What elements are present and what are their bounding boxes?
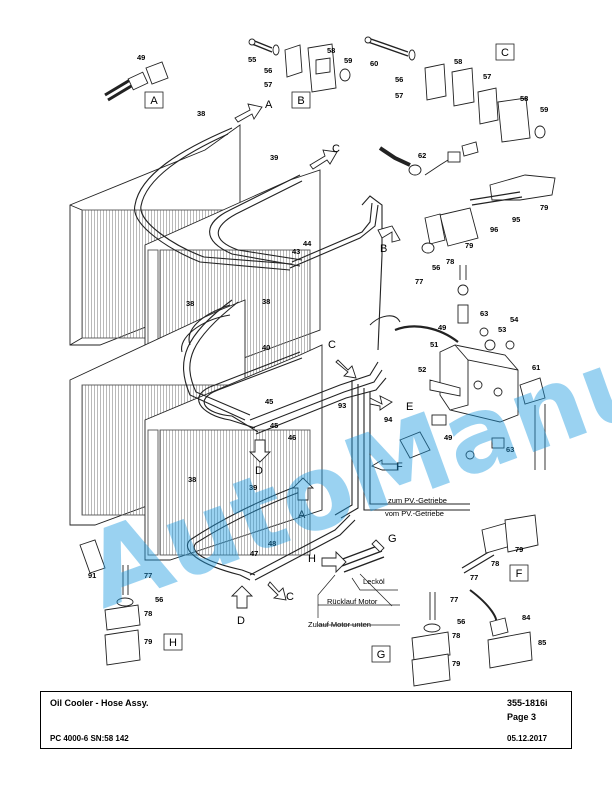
svg-text:Zulauf Motor unten: Zulauf Motor unten [308, 620, 371, 629]
svg-text:Lecköl: Lecköl [363, 577, 385, 586]
svg-text:63: 63 [480, 309, 488, 318]
drawing-title: Oil Cooler - Hose Assy. [50, 698, 149, 708]
svg-text:A: A [150, 95, 158, 107]
svg-text:A: A [298, 509, 306, 521]
svg-text:61: 61 [532, 363, 540, 372]
svg-text:59: 59 [540, 105, 548, 114]
view-arrows [230, 103, 401, 609]
view-letters: A B C F G H A C B C E D F A C D H G [150, 47, 522, 661]
svg-text:C: C [328, 339, 336, 351]
svg-text:39: 39 [270, 153, 278, 162]
svg-text:B: B [380, 243, 387, 255]
svg-text:77: 77 [144, 571, 152, 580]
svg-text:78: 78 [452, 631, 460, 640]
machine-serial: PC 4000-6 SN:58 142 [50, 734, 129, 743]
svg-text:77: 77 [470, 573, 478, 582]
svg-text:58: 58 [454, 57, 462, 66]
svg-text:58: 58 [520, 94, 528, 103]
svg-text:44: 44 [303, 239, 312, 248]
svg-text:79: 79 [540, 203, 548, 212]
svg-text:Rücklauf Motor: Rücklauf Motor [327, 597, 378, 606]
svg-text:60: 60 [370, 59, 378, 68]
svg-text:vom PV.-Getriebe: vom PV.-Getriebe [385, 509, 444, 518]
svg-text:38: 38 [186, 299, 194, 308]
svg-text:38: 38 [188, 475, 196, 484]
svg-text:94: 94 [384, 415, 393, 424]
cooler-lower-front [144, 344, 323, 561]
svg-text:G: G [388, 533, 397, 545]
hose-destination-notes: zum PV.-Getriebe vom PV.-Getriebe Lecköl… [308, 496, 447, 629]
svg-text:56: 56 [395, 75, 403, 84]
svg-text:zum PV.-Getriebe: zum PV.-Getriebe [388, 496, 447, 505]
svg-text:F: F [396, 461, 403, 473]
svg-text:C: C [332, 143, 340, 155]
svg-text:40: 40 [262, 343, 270, 352]
svg-text:77: 77 [450, 595, 458, 604]
svg-text:A: A [265, 99, 273, 111]
hardware-details [79, 36, 556, 687]
svg-text:D: D [255, 465, 263, 477]
svg-text:54: 54 [510, 315, 519, 324]
callout-numbers: 49 55 56 57 58 59 60 56 57 58 57 58 59 3… [88, 46, 548, 668]
svg-text:79: 79 [515, 545, 523, 554]
svg-text:62: 62 [418, 151, 426, 160]
svg-text:57: 57 [483, 72, 491, 81]
svg-text:91: 91 [88, 571, 96, 580]
svg-text:56: 56 [432, 263, 440, 272]
svg-text:56: 56 [155, 595, 163, 604]
svg-text:49: 49 [137, 53, 145, 62]
svg-text:45: 45 [265, 397, 273, 406]
svg-text:38: 38 [197, 109, 205, 118]
svg-text:49: 49 [438, 323, 446, 332]
svg-text:85: 85 [538, 638, 546, 647]
svg-text:C: C [286, 591, 294, 603]
svg-text:G: G [377, 649, 386, 661]
svg-text:57: 57 [395, 91, 403, 100]
svg-text:H: H [169, 637, 177, 649]
svg-text:79: 79 [452, 659, 460, 668]
svg-text:93: 93 [338, 401, 346, 410]
svg-text:77: 77 [415, 277, 423, 286]
svg-text:78: 78 [491, 559, 499, 568]
svg-text:58: 58 [327, 46, 335, 55]
svg-text:95: 95 [512, 215, 520, 224]
svg-text:57: 57 [264, 80, 272, 89]
svg-text:78: 78 [144, 609, 152, 618]
svg-text:D: D [237, 615, 245, 627]
svg-text:53: 53 [498, 325, 506, 334]
svg-text:55: 55 [248, 55, 256, 64]
svg-text:56: 56 [264, 66, 272, 75]
svg-text:49: 49 [444, 433, 452, 442]
svg-text:48: 48 [268, 539, 276, 548]
svg-text:43: 43 [292, 247, 300, 256]
issue-date: 05.12.2017 [507, 734, 548, 743]
svg-text:38: 38 [262, 297, 270, 306]
svg-text:47: 47 [250, 549, 258, 558]
svg-text:96: 96 [490, 225, 498, 234]
title-block: Oil Cooler - Hose Assy. 355-1816i Page 3… [40, 691, 572, 749]
svg-text:B: B [297, 95, 304, 107]
svg-text:C: C [501, 47, 509, 59]
hose-routing [134, 127, 470, 581]
svg-text:45: 45 [270, 421, 278, 430]
svg-text:63: 63 [506, 445, 514, 454]
valve-manifold [369, 315, 546, 626]
svg-text:78: 78 [446, 257, 454, 266]
part-number: 355-1816i [507, 698, 548, 708]
svg-text:52: 52 [418, 365, 426, 374]
svg-text:H: H [308, 553, 316, 565]
exploded-parts-diagram: A B C F G H A C B C E D F A C D H G 49 5… [70, 36, 612, 687]
page-number: Page 3 [507, 712, 537, 722]
svg-text:39: 39 [249, 483, 257, 492]
svg-text:F: F [516, 568, 523, 580]
svg-text:56: 56 [457, 617, 465, 626]
svg-text:51: 51 [430, 340, 438, 349]
svg-text:E: E [406, 401, 413, 413]
svg-text:84: 84 [522, 613, 531, 622]
view-boxes [144, 43, 529, 663]
svg-text:59: 59 [344, 56, 352, 65]
svg-text:79: 79 [465, 241, 473, 250]
svg-text:79: 79 [144, 637, 152, 646]
svg-text:46: 46 [288, 433, 296, 442]
